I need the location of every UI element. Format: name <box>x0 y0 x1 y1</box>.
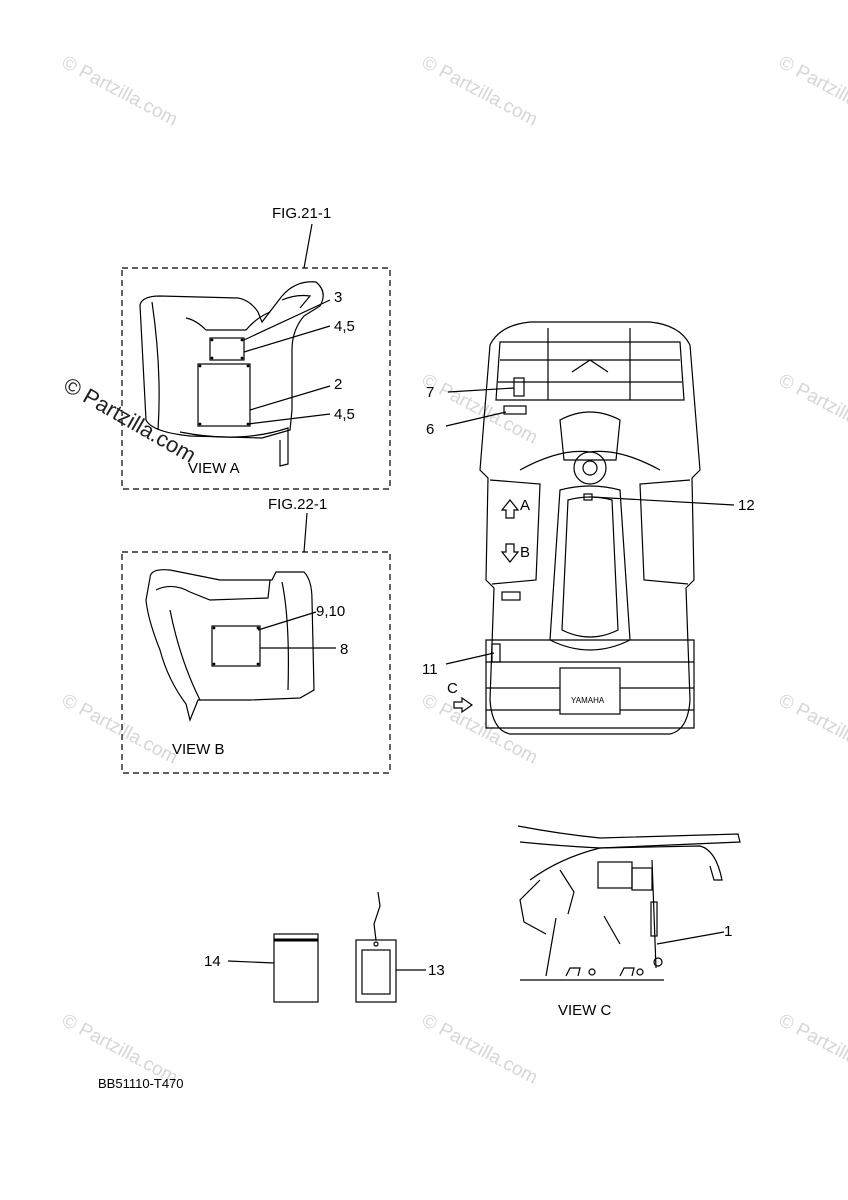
rear-fender <box>145 569 315 722</box>
fig-a-leader <box>303 223 313 269</box>
brand-plate-text: YAMAHA <box>571 696 605 705</box>
view-b-panel <box>121 512 391 774</box>
steering-hub <box>573 451 607 485</box>
callout-11: 11 <box>422 661 438 678</box>
front-footwell <box>639 479 691 585</box>
arrow-c-icon <box>453 696 474 714</box>
leader-14 <box>227 960 275 964</box>
arrow-b-icon <box>500 543 520 563</box>
callout-6: 6 <box>426 421 435 438</box>
callout-14: 14 <box>204 953 221 970</box>
decal-4-5-top <box>209 337 245 361</box>
tail-plate <box>559 667 621 715</box>
front-footwell <box>489 479 541 585</box>
decal-2 <box>197 363 251 427</box>
fig-ref-a[interactable]: FIG.21-1 <box>272 205 332 222</box>
leader-4-5-top <box>243 325 331 353</box>
callout-7: 7 <box>426 384 435 401</box>
rear-fender-side <box>529 845 723 881</box>
callout-1: 1 <box>724 923 733 940</box>
fender-contour <box>281 294 312 309</box>
view-b-label: VIEW B <box>172 741 225 758</box>
callout-2: 2 <box>334 376 343 393</box>
manual-14 <box>227 933 319 1003</box>
fender-contour <box>169 609 201 701</box>
leader-7 <box>447 387 515 393</box>
view-a-label: VIEW A <box>188 460 240 477</box>
fig-ref-b[interactable]: FIG.22-1 <box>268 496 328 513</box>
callout-4-5-top: 4,5 <box>334 318 355 335</box>
fender-contour <box>151 301 160 431</box>
fig-b-leader <box>303 512 308 553</box>
leader-11 <box>445 652 495 665</box>
frame-member <box>545 917 557 977</box>
leader-2 <box>249 385 331 411</box>
decal-1 <box>650 901 658 937</box>
leader-6 <box>445 411 507 427</box>
leader-12 <box>591 496 735 506</box>
view-c-label: VIEW C <box>558 1002 612 1019</box>
decal-rear-fender <box>501 591 521 601</box>
view-c <box>517 825 741 981</box>
leader-4-5-bottom <box>247 413 331 425</box>
fender-bottom <box>179 427 289 467</box>
arrow-b-label: B <box>520 544 531 561</box>
callout-4-5-bottom: 4,5 <box>334 406 355 423</box>
atv-top-view <box>445 321 735 735</box>
view-a-panel <box>121 223 391 490</box>
atv-body-outline <box>479 321 701 735</box>
arrow-c-label: C <box>447 680 458 697</box>
fender-contour <box>281 581 289 691</box>
decal-6 <box>503 405 527 415</box>
view-b-frame <box>121 551 391 774</box>
arrow-a-icon <box>500 499 520 519</box>
fender-contour <box>155 579 271 601</box>
callout-8: 8 <box>340 641 349 658</box>
view-a-frame <box>121 267 391 490</box>
arrow-a-label: A <box>520 497 531 514</box>
tag-13 <box>355 891 426 1003</box>
decal-7 <box>513 377 525 397</box>
decal-8 <box>211 625 261 667</box>
leader-3 <box>243 299 331 341</box>
leader-1 <box>656 931 725 945</box>
rear-rack-side <box>517 825 741 849</box>
callout-3: 3 <box>334 289 343 306</box>
callout-12: 12 <box>738 497 755 514</box>
callout-13: 13 <box>428 962 445 979</box>
callout-9-10: 9,10 <box>316 603 346 620</box>
leader-9-10 <box>257 611 317 631</box>
frame-member <box>651 859 657 969</box>
frame-member <box>603 915 621 945</box>
fender-contour <box>185 311 271 331</box>
front-rack <box>495 341 685 401</box>
rear-rack <box>485 639 695 729</box>
diagram-code: BB51110-T470 <box>98 1076 184 1091</box>
